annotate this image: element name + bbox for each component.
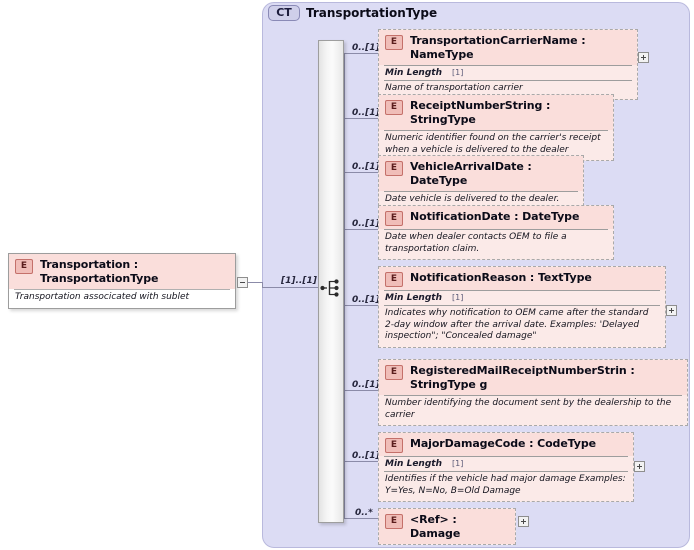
element-header: E RegisteredMailReceiptNumberStrin : Str… bbox=[379, 360, 687, 395]
divider bbox=[384, 80, 632, 81]
connector-root-bend bbox=[262, 282, 263, 288]
facet-name: Min Length bbox=[385, 293, 442, 303]
element-documentation: Date when dealer contacts OEM to file a … bbox=[379, 230, 613, 259]
facet-row: Min Length [1] bbox=[379, 291, 665, 305]
cardinality-child-2: 0..[1] bbox=[352, 108, 380, 118]
facet-row: Min Length [1] bbox=[379, 66, 637, 80]
cardinality-child-8: 0..* bbox=[355, 508, 373, 518]
element-title: <Ref> : Damage bbox=[410, 513, 461, 540]
divider bbox=[384, 191, 578, 192]
facet-row: Min Length [1] bbox=[379, 457, 633, 471]
plus-expander-icon-child-7[interactable] bbox=[634, 461, 645, 472]
element-box-notificationdate[interactable]: E NotificationDate : DateType Date when … bbox=[378, 205, 614, 260]
element-badge-icon: E bbox=[385, 211, 403, 226]
sequence-icon bbox=[320, 279, 339, 297]
element-documentation: Indicates why notification to OEM came a… bbox=[379, 306, 665, 347]
connector-child-7 bbox=[344, 461, 378, 462]
facet-value: [1] bbox=[451, 459, 464, 468]
element-header: E NotificationReason : TextType bbox=[379, 267, 665, 290]
divider bbox=[14, 289, 230, 290]
element-title: TransportationCarrierName : NameType bbox=[410, 34, 586, 61]
element-title: NotificationReason : TextType bbox=[410, 271, 592, 284]
divider bbox=[384, 305, 660, 306]
root-element-header: E Transportation : TransportationType bbox=[9, 254, 235, 289]
element-badge-icon: E bbox=[385, 438, 403, 453]
connector-child-2 bbox=[344, 118, 378, 119]
connector-child-1 bbox=[344, 53, 378, 54]
element-title: RegisteredMailReceiptNumberStrin : Strin… bbox=[410, 364, 635, 391]
element-header: E ReceiptNumberString : StringType bbox=[379, 95, 613, 130]
cardinality-child-4: 0..[1] bbox=[352, 219, 380, 229]
complextype-header: CT TransportationType bbox=[268, 5, 437, 21]
element-title: ReceiptNumberString : StringType bbox=[410, 99, 551, 126]
element-title: VehicleArrivalDate : DateType bbox=[410, 160, 532, 187]
facet-value: [1] bbox=[451, 68, 464, 77]
root-element-documentation: Transportation associcated with sublet bbox=[9, 290, 235, 308]
facet-value: [1] bbox=[451, 293, 464, 302]
sequence-trunk bbox=[344, 53, 345, 518]
element-badge-icon: E bbox=[385, 514, 403, 529]
connector-child-3 bbox=[344, 172, 378, 173]
element-box-transportationcarriername[interactable]: E TransportationCarrierName : NameType M… bbox=[378, 29, 638, 100]
element-box-majordamagecode[interactable]: E MajorDamageCode : CodeType Min Length … bbox=[378, 432, 634, 502]
minus-expander-icon-root[interactable] bbox=[237, 277, 248, 288]
cardinality-root: [1]..[1] bbox=[281, 276, 317, 286]
divider bbox=[384, 456, 628, 457]
element-documentation: Identifies if the vehicle had major dama… bbox=[379, 472, 633, 501]
connector-child-8 bbox=[344, 518, 378, 519]
connector-child-4 bbox=[344, 229, 378, 230]
plus-expander-icon-child-5[interactable] bbox=[666, 305, 677, 316]
facet-name: Min Length bbox=[385, 68, 442, 78]
divider bbox=[384, 229, 608, 230]
element-title: MajorDamageCode : CodeType bbox=[410, 437, 596, 450]
element-badge-icon: E bbox=[385, 365, 403, 380]
divider bbox=[384, 130, 608, 131]
element-box-ref-damage[interactable]: E <Ref> : Damage bbox=[378, 508, 516, 545]
facet-name: Min Length bbox=[385, 459, 442, 469]
root-element-box[interactable]: E Transportation : TransportationType Tr… bbox=[8, 253, 236, 309]
connector-child-5 bbox=[344, 305, 378, 306]
element-title: NotificationDate : DateType bbox=[410, 210, 580, 223]
cardinality-child-3: 0..[1] bbox=[352, 162, 380, 172]
element-badge-icon: E bbox=[385, 272, 403, 287]
element-badge-icon: E bbox=[15, 259, 33, 274]
element-header: E MajorDamageCode : CodeType bbox=[379, 433, 633, 456]
divider bbox=[384, 290, 660, 291]
element-badge-icon: E bbox=[385, 35, 403, 50]
divider bbox=[384, 65, 632, 66]
connector-child-6 bbox=[344, 390, 378, 391]
element-badge-icon: E bbox=[385, 161, 403, 176]
element-header: E VehicleArrivalDate : DateType bbox=[379, 156, 583, 191]
element-box-notificationreason[interactable]: E NotificationReason : TextType Min Leng… bbox=[378, 266, 666, 348]
plus-expander-icon-child-8[interactable] bbox=[518, 516, 529, 527]
cardinality-child-1: 0..[1] bbox=[352, 43, 380, 53]
element-header: E <Ref> : Damage bbox=[379, 509, 515, 544]
cardinality-child-6: 0..[1] bbox=[352, 380, 380, 390]
complextype-title: TransportationType bbox=[306, 6, 438, 20]
element-header: E TransportationCarrierName : NameType bbox=[379, 30, 637, 65]
root-element-title: Transportation : TransportationType bbox=[40, 258, 159, 285]
complextype-badge-icon: CT bbox=[268, 5, 300, 21]
element-documentation: Number identifying the document sent by … bbox=[379, 396, 687, 425]
cardinality-child-5: 0..[1] bbox=[352, 295, 380, 305]
connector-root-to-type bbox=[248, 282, 262, 283]
element-box-receiptnumberstring[interactable]: E ReceiptNumberString : StringType Numer… bbox=[378, 94, 614, 161]
element-badge-icon: E bbox=[385, 100, 403, 115]
element-box-vehiclearrivaldate[interactable]: E VehicleArrivalDate : DateType Date veh… bbox=[378, 155, 584, 211]
cardinality-child-7: 0..[1] bbox=[352, 451, 380, 461]
plus-expander-icon-child-1[interactable] bbox=[638, 52, 649, 63]
element-box-registeredmailreceiptnumberstring[interactable]: E RegisteredMailReceiptNumberStrin : Str… bbox=[378, 359, 688, 426]
element-header: E NotificationDate : DateType bbox=[379, 206, 613, 229]
connector-type-entry bbox=[262, 287, 319, 288]
divider bbox=[384, 395, 682, 396]
divider bbox=[384, 471, 628, 472]
